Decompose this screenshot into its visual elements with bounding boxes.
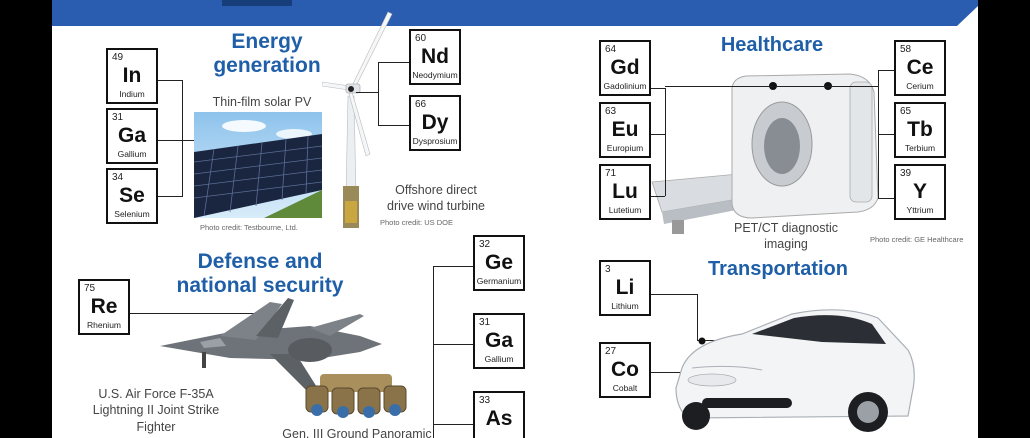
f35-caption: U.S. Air Force F-35A Lightning II Joint … — [92, 387, 220, 434]
pet-ct-caption: PET/CT diagnostic imaging — [734, 221, 838, 252]
energy-title: Energy generation — [213, 30, 321, 78]
connector-line — [158, 140, 196, 141]
element-cobalt: 27 Co Cobalt — [599, 342, 651, 398]
connector-line — [378, 62, 379, 126]
solar-caption: Thin-film solar PV — [212, 95, 312, 109]
element-gallium-defense: 31 Ga Gallium — [473, 313, 525, 369]
connector-line — [651, 372, 691, 373]
connector-line — [356, 92, 378, 93]
connector-line — [433, 266, 473, 267]
connector-line — [433, 424, 473, 425]
slide: Energy generation 49 In Indium 31 Ga Gal… — [52, 0, 978, 438]
solar-panel-image — [194, 112, 322, 218]
connector-line — [433, 344, 473, 345]
element-lutetium: 71 Lu Lutetium — [599, 164, 651, 220]
healthcare-title: Healthcare — [720, 34, 824, 56]
wind-photo-credit: Photo credit: US DOE — [380, 218, 453, 227]
goggles-caption: Gen. III Ground Panoramic — [282, 427, 432, 438]
connector-line — [158, 196, 182, 197]
title-banner — [52, 0, 978, 26]
element-lithium: 3 Li Lithium — [599, 260, 651, 316]
solar-photo-credit: Photo credit: Testbourne, Ltd. — [200, 223, 298, 232]
connector-line — [378, 125, 409, 126]
night-vision-goggles-image — [305, 374, 407, 418]
defense-title: Defense and national security — [176, 250, 344, 298]
connector-line — [158, 80, 182, 81]
element-rhenium: 75 Re Rhenium — [78, 279, 130, 335]
element-yttrium: 39 Y Yttrium — [894, 164, 946, 220]
wind-caption: Offshore direct drive wind turbine — [387, 183, 485, 214]
element-europium: 63 Eu Europium — [599, 102, 651, 158]
connector-line — [182, 80, 183, 197]
connector-line — [651, 196, 665, 197]
connector-line — [433, 266, 434, 438]
connector-line — [130, 313, 258, 314]
f35-jet-image — [160, 298, 382, 394]
wind-turbine-image — [322, 11, 393, 228]
electric-car-image — [675, 309, 915, 432]
transportation-title: Transportation — [707, 258, 848, 280]
connector-line — [697, 294, 698, 340]
connector-line — [651, 134, 665, 135]
element-dysprosium: 66 Dy Dysprosium — [409, 95, 461, 151]
element-arsenic: 33 As — [473, 391, 525, 438]
pet-ct-scanner-image — [651, 73, 879, 234]
connector-line — [878, 134, 894, 135]
healthcare-photo-credit: Photo credit: GE Healthcare — [870, 235, 964, 244]
connector-line — [651, 88, 665, 89]
connector-line — [665, 88, 666, 196]
element-terbium: 65 Tb Terbium — [894, 102, 946, 158]
connector-line — [378, 62, 409, 63]
connector-line — [651, 294, 697, 295]
connector-line — [665, 86, 773, 87]
connector-line — [776, 86, 878, 87]
element-gadolinium: 64 Gd Gadolinium — [599, 40, 651, 96]
element-cerium: 58 Ce Cerium — [894, 40, 946, 96]
element-selenium: 34 Se Selenium — [106, 168, 158, 224]
element-germanium: 32 Ge Germanium — [473, 235, 525, 291]
element-gallium: 31 Ga Gallium — [106, 108, 158, 164]
connector-line — [878, 198, 894, 199]
element-indium: 49 In Indium — [106, 48, 158, 104]
connector-line — [878, 70, 894, 71]
element-neodymium: 60 Nd Neodymium — [409, 29, 461, 85]
